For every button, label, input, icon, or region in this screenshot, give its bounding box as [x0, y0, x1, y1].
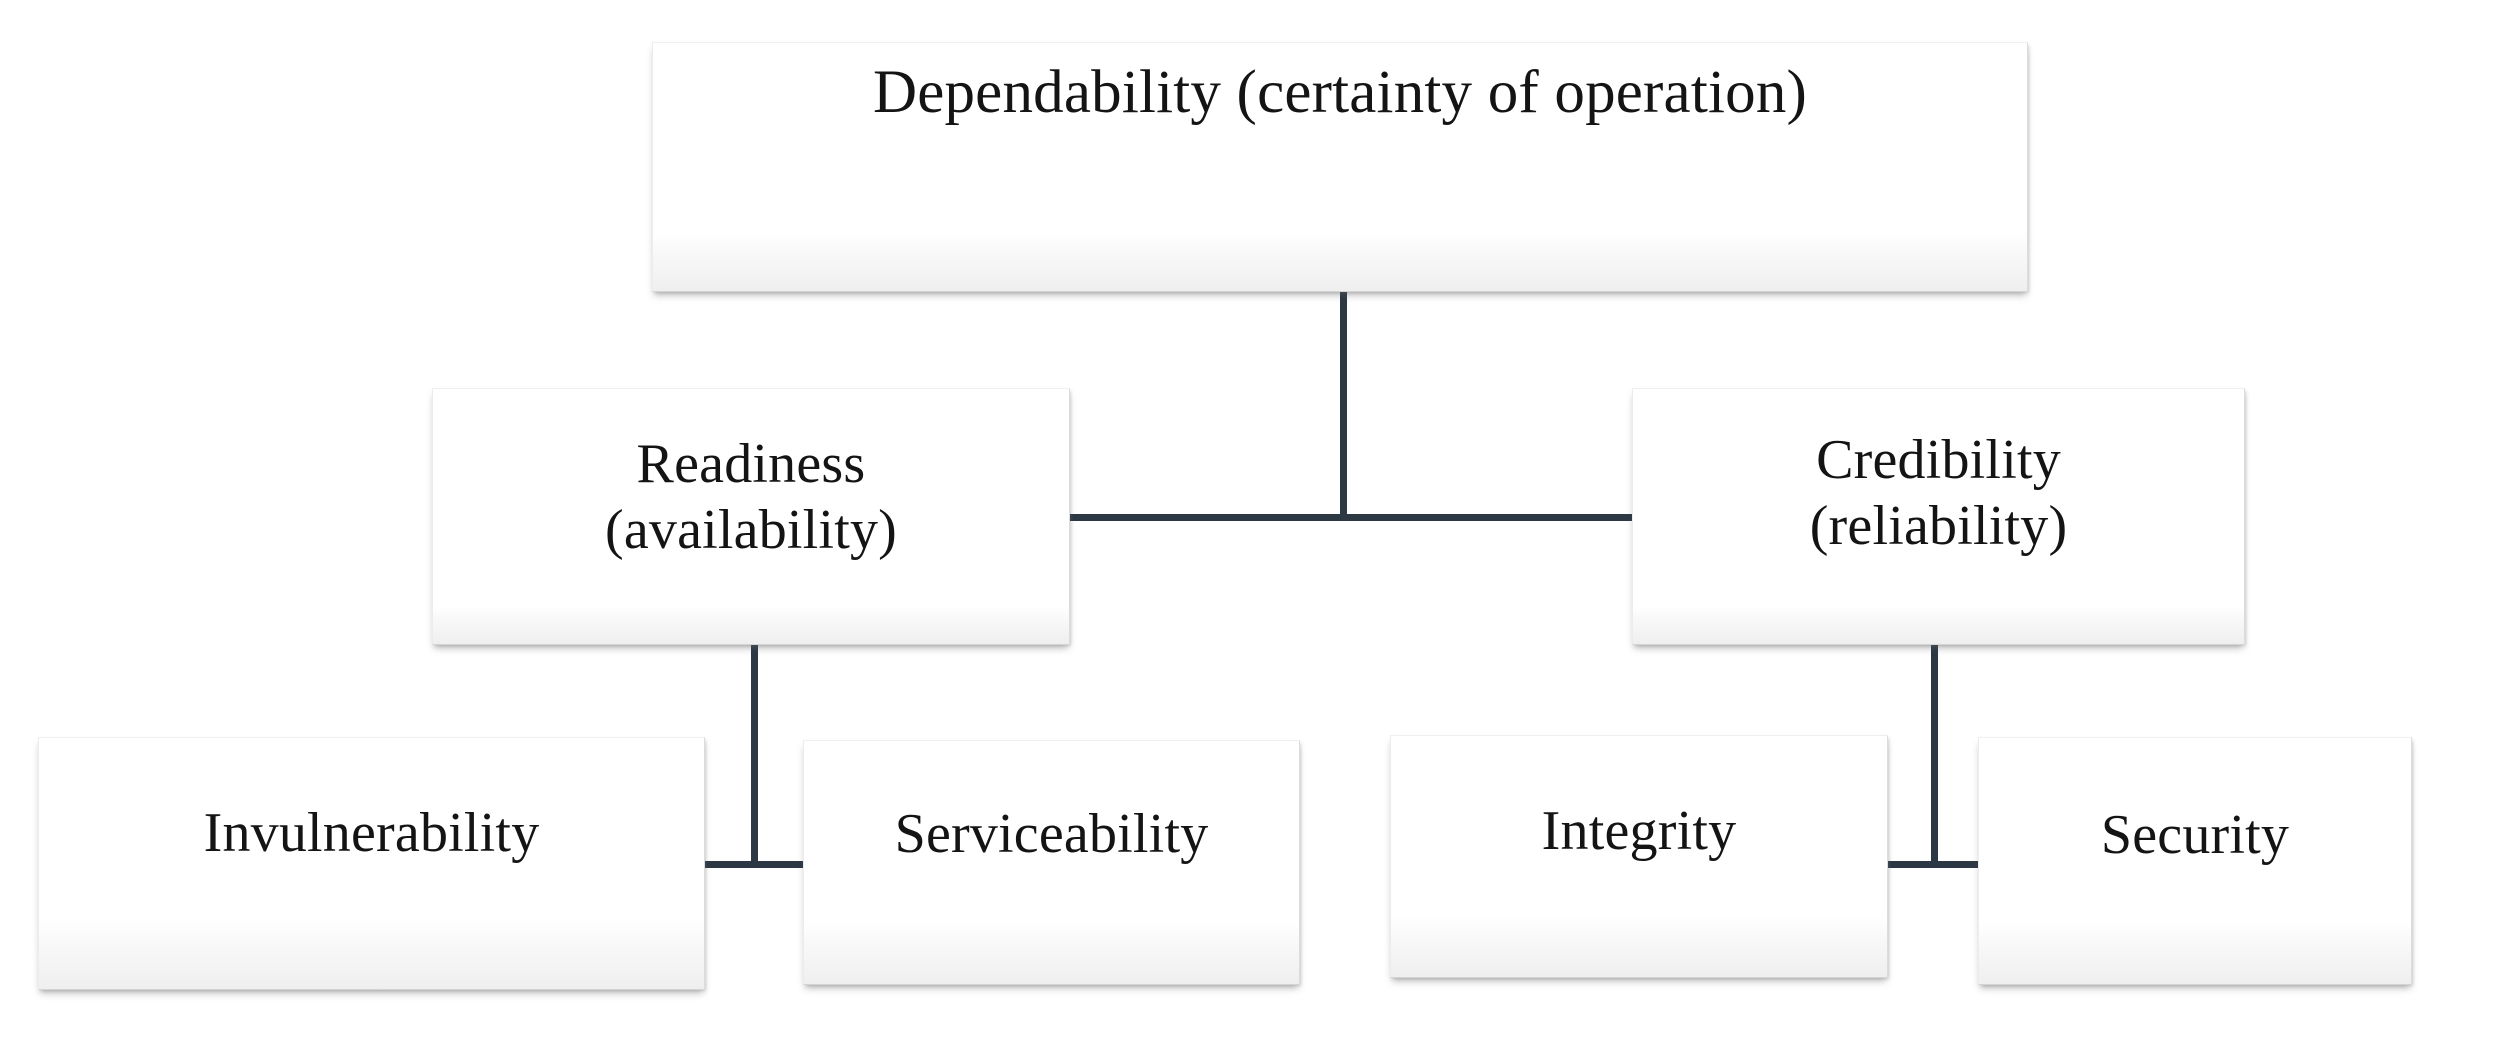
node-dependability[interactable]: Dependability (certainty of operation) [652, 42, 2028, 292]
node-serviceability-label: Serviceability [894, 803, 1209, 865]
connector-credibility-children-horizontal-bus [1878, 861, 1988, 868]
connector-readiness-to-children-vertical [751, 643, 758, 865]
node-readiness[interactable]: Readiness (availability) [432, 388, 1070, 645]
node-credibility-label: Credibility (reliability) [1809, 429, 2068, 558]
node-integrity-label: Integrity [1541, 800, 1737, 862]
connector-dependability-to-level1-vertical [1340, 290, 1347, 521]
node-dependability-label: Dependability (certainty of operation) [872, 59, 1808, 126]
connector-level1-horizontal-bus [1043, 514, 1639, 521]
connector-credibility-to-children-vertical [1931, 643, 1938, 865]
node-serviceability[interactable]: Serviceability [803, 740, 1300, 985]
node-invulnerability[interactable]: Invulnerability [38, 737, 705, 990]
node-readiness-label: Readiness (availability) [604, 433, 897, 562]
connector-readiness-children-horizontal-bus [697, 861, 811, 868]
node-credibility[interactable]: Credibility (reliability) [1632, 388, 2245, 645]
node-integrity[interactable]: Integrity [1390, 735, 1888, 978]
node-invulnerability-label: Invulnerability [203, 802, 540, 864]
node-security-label: Security [2100, 804, 2290, 866]
node-security[interactable]: Security [1978, 737, 2412, 985]
